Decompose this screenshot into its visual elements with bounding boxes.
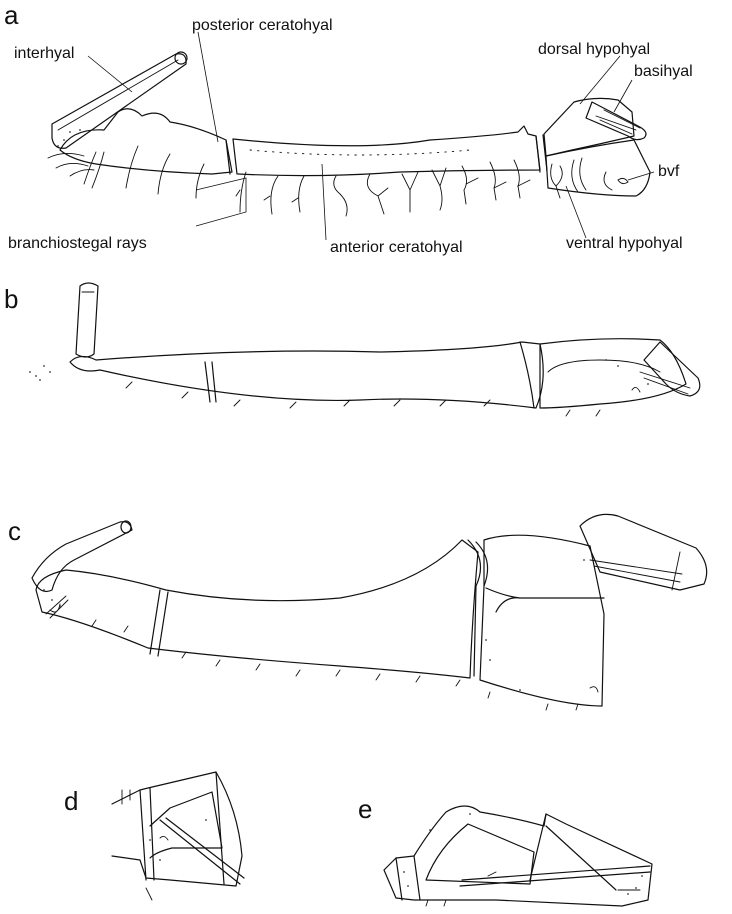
panel-b-letter: b [4,284,18,314]
stipple-dot [79,129,81,131]
stipple-dot [159,859,161,861]
stipple-dot [641,875,643,877]
label-dorsal-hypohyal: dorsal hypohyal [538,41,650,58]
label-posterior-ceratohyal: posterior ceratohyal [192,17,333,34]
hypohyal-detail-d [112,772,244,900]
panel-e: e [358,794,652,906]
stipple-dot [39,379,41,381]
ventral-hypohyal-bone-a [546,140,650,196]
stipple-dot [407,885,409,887]
interhyal-bone-a [52,52,187,148]
stipple-dot [63,139,65,141]
stipple-dot [59,605,61,607]
panel-b: b [4,283,700,416]
branchiostegal-rays-a [48,146,612,216]
stipple-dot [57,145,59,147]
label-branchiostegal-rays: branchiostegal rays [8,235,147,252]
panel-a: a [4,0,693,256]
stipple-dot [519,689,521,691]
label-anterior-ceratohyal: anterior ceratohyal [330,239,463,256]
stipple-dot [43,589,45,591]
label-bvf: bvf [658,163,680,180]
stipple-dot [469,813,471,815]
panel-e-letter: e [358,794,372,824]
anterior-ceratohyal-bone-a [233,126,547,176]
stipple-dot [149,839,151,841]
stipple-dot [29,371,31,373]
label-interhyal: interhyal [14,45,74,62]
stipple-dot [403,871,405,873]
hypohyal-detail-e [384,806,652,906]
label-ventral-hypohyal: ventral hypohyal [566,235,683,252]
hypohyal-bones-c [480,535,604,706]
stipple-dot [51,599,53,601]
stipple-dot [583,559,585,561]
stipple-dot [49,371,51,373]
interhyal-bone-b [76,283,98,357]
interhyal-bone-c [32,521,132,592]
stipple-dot [627,893,629,895]
stipple-dot [635,887,637,889]
stipple-dot [429,829,431,831]
ceratohyal-bone-c [36,540,488,678]
panel-d-letter: d [64,786,78,816]
stipple-dot [35,375,37,377]
branchiostegal-rays-b [126,382,600,416]
panel-a-letter: a [4,0,19,30]
stipple-dot [485,639,487,641]
stipple-dot [205,819,207,821]
stipple-dot [647,383,649,385]
ceratohyal-bone-b [70,342,543,408]
stipple-dot [43,365,45,367]
label-basihyal: basihyal [634,63,693,80]
posterior-ceratohyal-bone-a [60,109,237,174]
panel-c-letter: c [8,516,21,546]
panel-d: d [64,772,244,900]
basihyal-bone-c [580,514,707,590]
stipple-dot [605,359,607,361]
panel-c: c [8,514,707,710]
hypohyal-bones-b [540,339,686,408]
branchiostegal-rays-c [46,596,578,710]
stipple-dot [489,659,491,661]
stipple-dot [69,131,71,133]
stipple-dot [617,365,619,367]
